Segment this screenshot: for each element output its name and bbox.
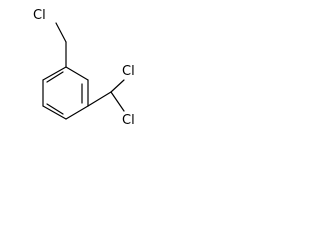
atom-cl-right-lower: Cl (122, 113, 135, 128)
ring-bond-3 (65, 105, 89, 120)
structure-canvas: Cl Cl Cl (0, 0, 154, 155)
ring-double-bond-inner-3 (46, 71, 64, 83)
bond-ring-to-chcl2 (87, 91, 112, 107)
benzene-ring (42, 66, 89, 120)
atom-cl-top: Cl (33, 8, 46, 23)
bond-ch-to-cl-lower (110, 91, 125, 112)
bond-ch-to-cl-upper (110, 79, 125, 93)
dichloromethyl-group: Cl Cl (87, 64, 135, 128)
ring-double-bond-inner-2 (46, 103, 64, 115)
ring-bond-6 (42, 66, 67, 81)
atom-cl-right-upper: Cl (122, 64, 135, 79)
ring-bond-4 (42, 105, 67, 120)
chloromethyl-group: Cl (33, 8, 67, 68)
ring-bond-1 (65, 66, 89, 81)
bond-ch2-to-cl (55, 22, 67, 43)
molecule-structure: Cl Cl Cl (33, 8, 135, 128)
